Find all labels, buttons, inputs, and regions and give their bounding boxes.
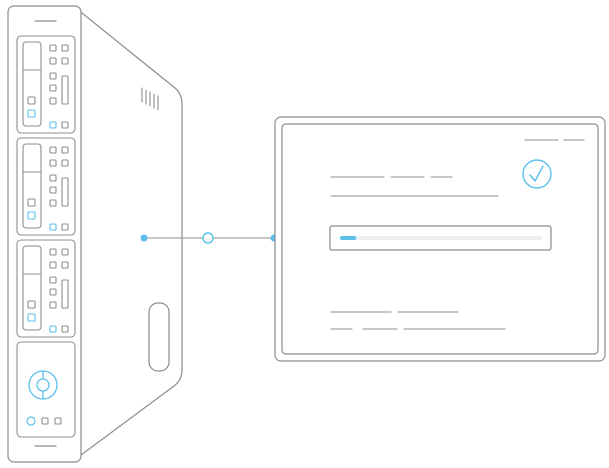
progress-bar-fill (340, 236, 357, 240)
drive-status-led (27, 211, 36, 220)
server-chassis (7, 5, 183, 463)
connector-node-icon (202, 232, 214, 244)
control-panel-frame (16, 341, 76, 438)
power-button-icon[interactable] (28, 370, 58, 400)
connection-link (140, 232, 278, 244)
drive-status-led (27, 313, 36, 322)
drive-status-led (27, 109, 36, 118)
status-indicator-icon (26, 416, 36, 426)
drive-led (27, 96, 36, 105)
progress-bar-track (340, 236, 542, 240)
drive-led (27, 198, 36, 207)
server-side-panel (76, 8, 183, 459)
progress-bar (329, 225, 552, 251)
drive-tray (22, 41, 42, 127)
drive-bay-frame (16, 137, 76, 236)
handle-icon[interactable] (148, 302, 170, 372)
drive-bay[interactable] (16, 137, 76, 236)
control-panel (16, 341, 76, 438)
drive-gauge (61, 177, 69, 207)
drive-tray (22, 245, 42, 331)
drive-bay[interactable] (16, 239, 76, 338)
port-icon (41, 417, 49, 425)
drive-bay-frame (16, 35, 76, 134)
drive-bay[interactable] (16, 35, 76, 134)
drive-gauge (61, 75, 69, 105)
drive-gauge (61, 279, 69, 309)
drive-led (27, 300, 36, 309)
server-front-face (7, 5, 82, 463)
port-icon (54, 417, 62, 425)
vent-icon (141, 87, 159, 111)
footer-text-lines (330, 311, 506, 330)
drive-tray (22, 143, 42, 229)
display-screen (281, 123, 599, 355)
title-text-lines (330, 176, 499, 197)
checkmark-circle-icon (522, 159, 552, 189)
drive-bay-frame (16, 239, 76, 338)
connection-endpoint (140, 234, 148, 242)
